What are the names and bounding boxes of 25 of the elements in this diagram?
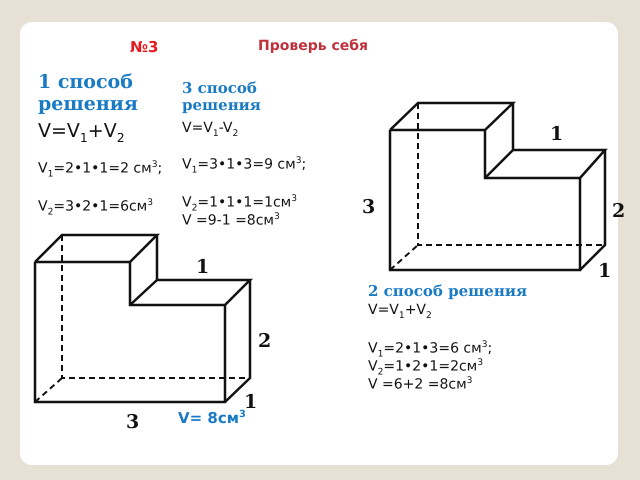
dimension-label: 1: [598, 260, 612, 283]
slide-heading: Проверь себя: [258, 38, 368, 55]
answer-text: V= 8см$^{3}$: [178, 409, 246, 427]
formula: V=V$_{1}$+V$_{2}$: [38, 120, 125, 146]
task-number: №3: [130, 38, 158, 56]
dimension-label: 1: [244, 391, 258, 413]
formula: V =9-1 =8см$^{3}$: [182, 212, 280, 230]
dimension-label: 2: [258, 330, 272, 353]
dimension-label: 3: [126, 411, 140, 434]
method-heading: 1 способ решения: [38, 72, 139, 116]
dimension-label: 1: [196, 256, 210, 279]
method-heading: 2 способ решения: [368, 283, 528, 300]
formula: V$_{2}$=1•2•1=2см$^{3}$: [368, 358, 484, 378]
formula: V =6+2 =8см$^{3}$: [368, 376, 472, 394]
formula: V$_{1}$=2•1•1=2 см$^{3}$;: [38, 160, 164, 180]
formula: V$_{2}$=1•1•1=1см$^{3}$: [182, 194, 298, 214]
dimension-label: 2: [612, 200, 626, 223]
formula: V$_{1}$=3•1•3=9 см$^{3}$;: [182, 156, 308, 176]
dimension-label: 3: [362, 196, 376, 219]
dimension-label: 1: [550, 123, 564, 146]
formula: V=V$_{1}$+V$_{2}$: [368, 302, 432, 322]
formula: V$_{1}$=2•1•3=6 см$^{3}$;: [368, 340, 492, 360]
method-heading: 3 способ решения: [182, 80, 262, 114]
formula: V=V$_{1}$-V$_{2}$: [182, 120, 238, 140]
formula: V$_{2}$=3•2•1=6см$^{3}$: [38, 198, 154, 218]
